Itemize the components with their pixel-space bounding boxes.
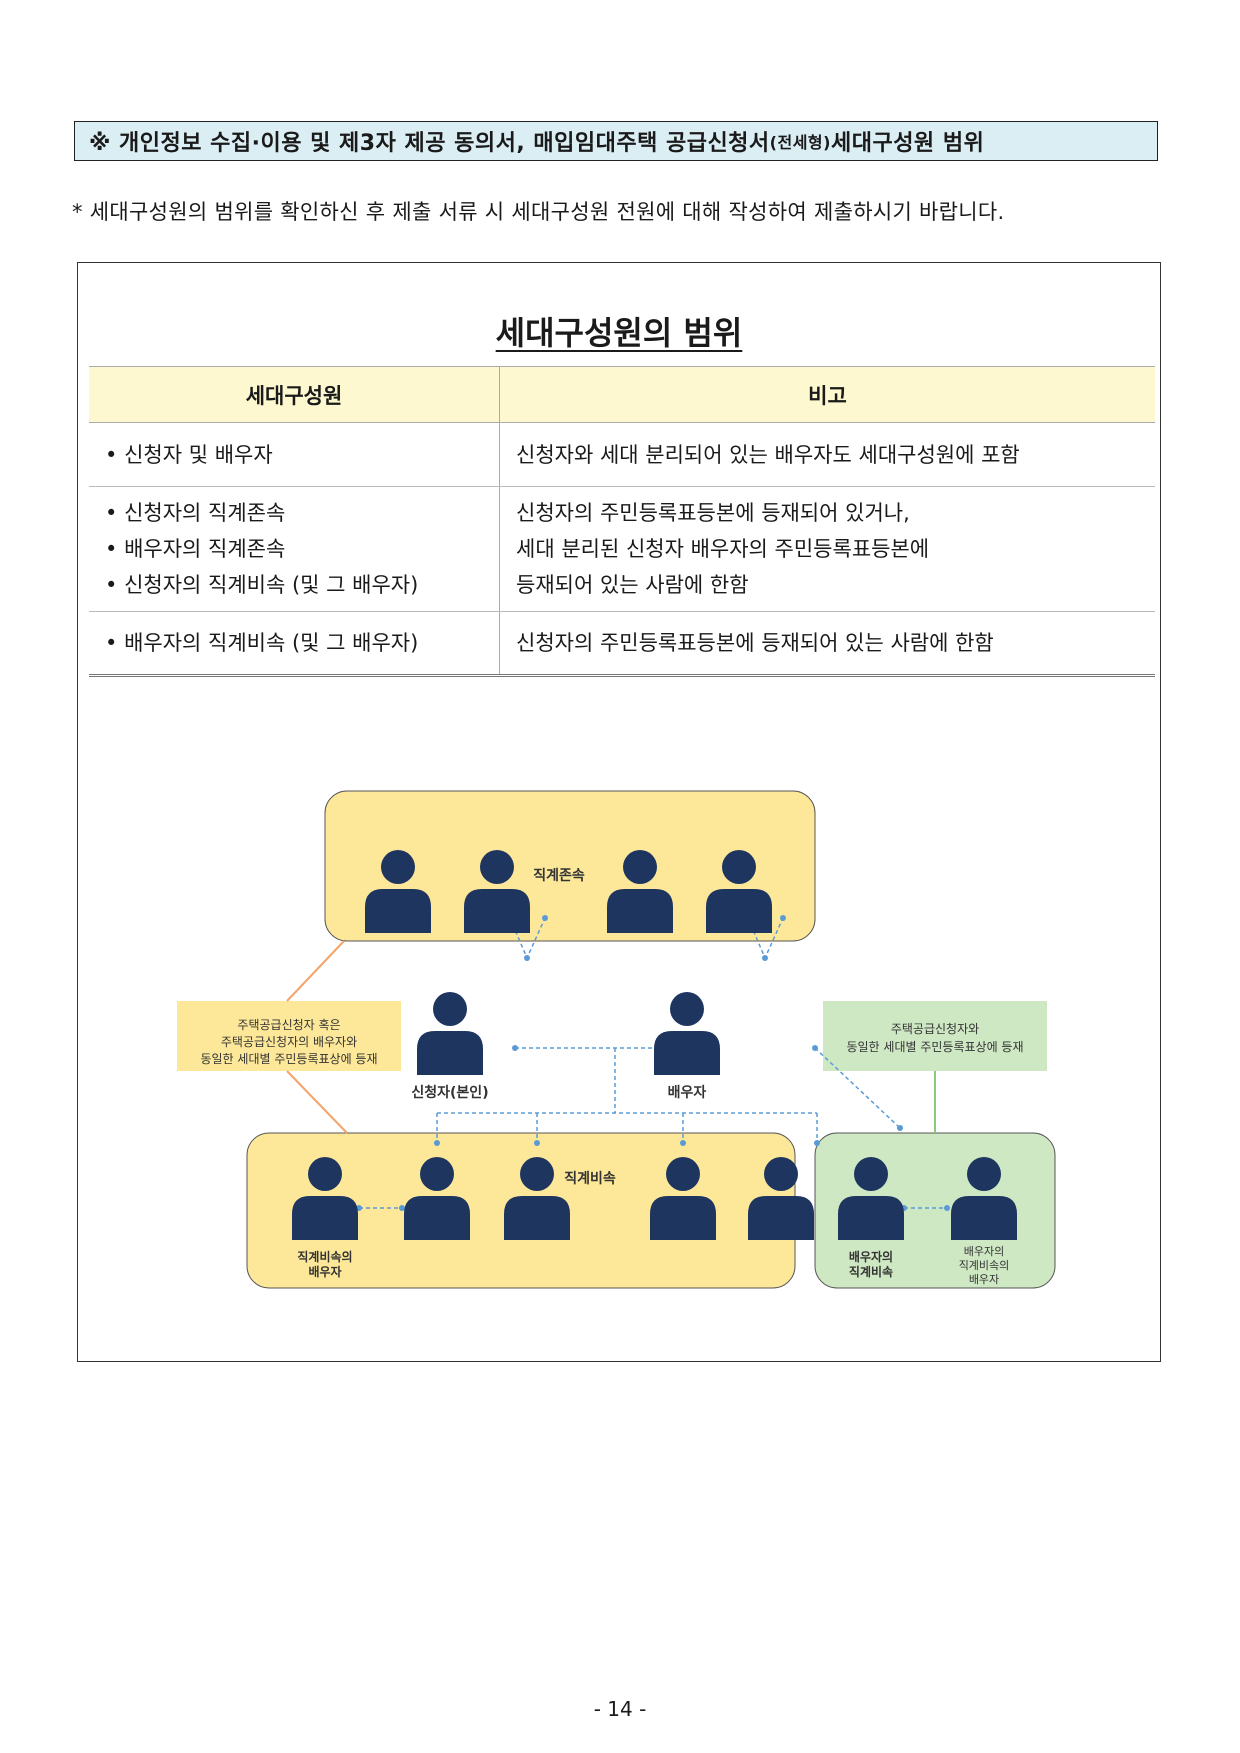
spouse-descendant-spouse-label: 직계비속의 [959,1259,1010,1272]
remark-line: 세대 분리된 신청자 배우자의 주민등록표등본에 [516,537,930,561]
header-text-end: 세대구성원 범위 [830,131,985,156]
left-note-line: 주택공급신청자의 배우자와 [221,1035,357,1049]
remark-line: 등재되어 있는 사람에 한함 [516,573,749,597]
table-row: 배우자의 직계비속 (및 그 배우자) 신청자의 주민등록표등본에 등재되어 있… [89,611,1155,677]
instruction-note: * 세대구성원의 범위를 확인하신 후 제출 서류 시 세대구성원 전원에 대해… [72,200,1005,224]
col-header-members: 세대구성원 [89,366,500,423]
spouse-label: 배우자 [668,1085,707,1101]
ancestors-label: 직계존속 [533,867,585,884]
member-item: 배우자의 직계존속 [105,531,483,567]
applicant-person-icon [417,992,483,1075]
remark-line: 신청자의 주민등록표등본에 등재되어 있는 사람에 한함 [516,631,994,655]
descendant-spouse-label: 배우자 [308,1264,341,1279]
spouse-descendant-label: 배우자의 [849,1249,893,1264]
spouse-descendant-spouse-label: 배우자의 [964,1245,1004,1258]
orange-connector [286,1070,348,1134]
member-item: 신청자 및 배우자 [105,437,483,473]
section-title: 세대구성원의 범위 [495,314,743,352]
member-item: 배우자의 직계비속 (및 그 배우자) [105,625,483,661]
member-item: 신청자의 직계존속 [105,495,483,531]
header-text-small: (전세형) [769,133,831,152]
member-range-frame: 세대구성원의 범위 세대구성원 비고 신청자 및 배우자 신청자와 세대 분리되… [77,262,1161,1362]
applicant-label: 신청자(본인) [411,1084,488,1101]
spouse-person-icon [654,992,720,1075]
header-box: ※ 개인정보 수집·이용 및 제3자 제공 동의서, 매입임대주택 공급신청서(… [74,121,1158,161]
header-text-main: ※ 개인정보 수집·이용 및 제3자 제공 동의서, 매입임대주택 공급신청서 [89,131,770,156]
table-row: 신청자 및 배우자 신청자와 세대 분리되어 있는 배우자도 세대구성원에 포함 [89,422,1155,487]
table-row: 신청자의 직계존속 배우자의 직계존속 신청자의 직계비속 (및 그 배우자) … [89,486,1155,612]
remark-line: 신청자의 주민등록표등본에 등재되어 있거나, [516,501,910,525]
descendant-spouse-label: 직계비속의 [297,1249,352,1264]
page-number: - 14 - [593,1697,647,1721]
ancestors-box [324,790,816,942]
member-item: 신청자의 직계비속 (및 그 배우자) [105,567,483,603]
col-header-remarks: 비고 [499,366,1155,423]
right-note-line: 주택공급신청자와 [891,1022,979,1036]
member-range-table: 세대구성원 비고 신청자 및 배우자 신청자와 세대 분리되어 있는 배우자도 … [89,366,1155,677]
household-diagram: 직계존속 직계비속 신청자(본인) 배우자 주택공급신청자 혹은 주택공급신청자… [177,790,1056,1289]
spouse-descendant-label: 직계비속 [849,1264,893,1279]
right-note-box [823,1001,1047,1071]
left-note-line: 주택공급신청자 혹은 [237,1018,340,1032]
orange-connector [286,940,345,1002]
right-note-line: 동일한 세대별 주민등록표상에 등재 [846,1040,1023,1054]
descendants-label: 직계비속 [564,1170,616,1187]
left-note-box [177,1001,401,1071]
spouse-descendant-spouse-label: 배우자 [969,1273,999,1286]
left-note-line: 동일한 세대별 주민등록표상에 등재 [200,1052,377,1066]
remark-line: 신청자와 세대 분리되어 있는 배우자도 세대구성원에 포함 [516,442,1020,467]
